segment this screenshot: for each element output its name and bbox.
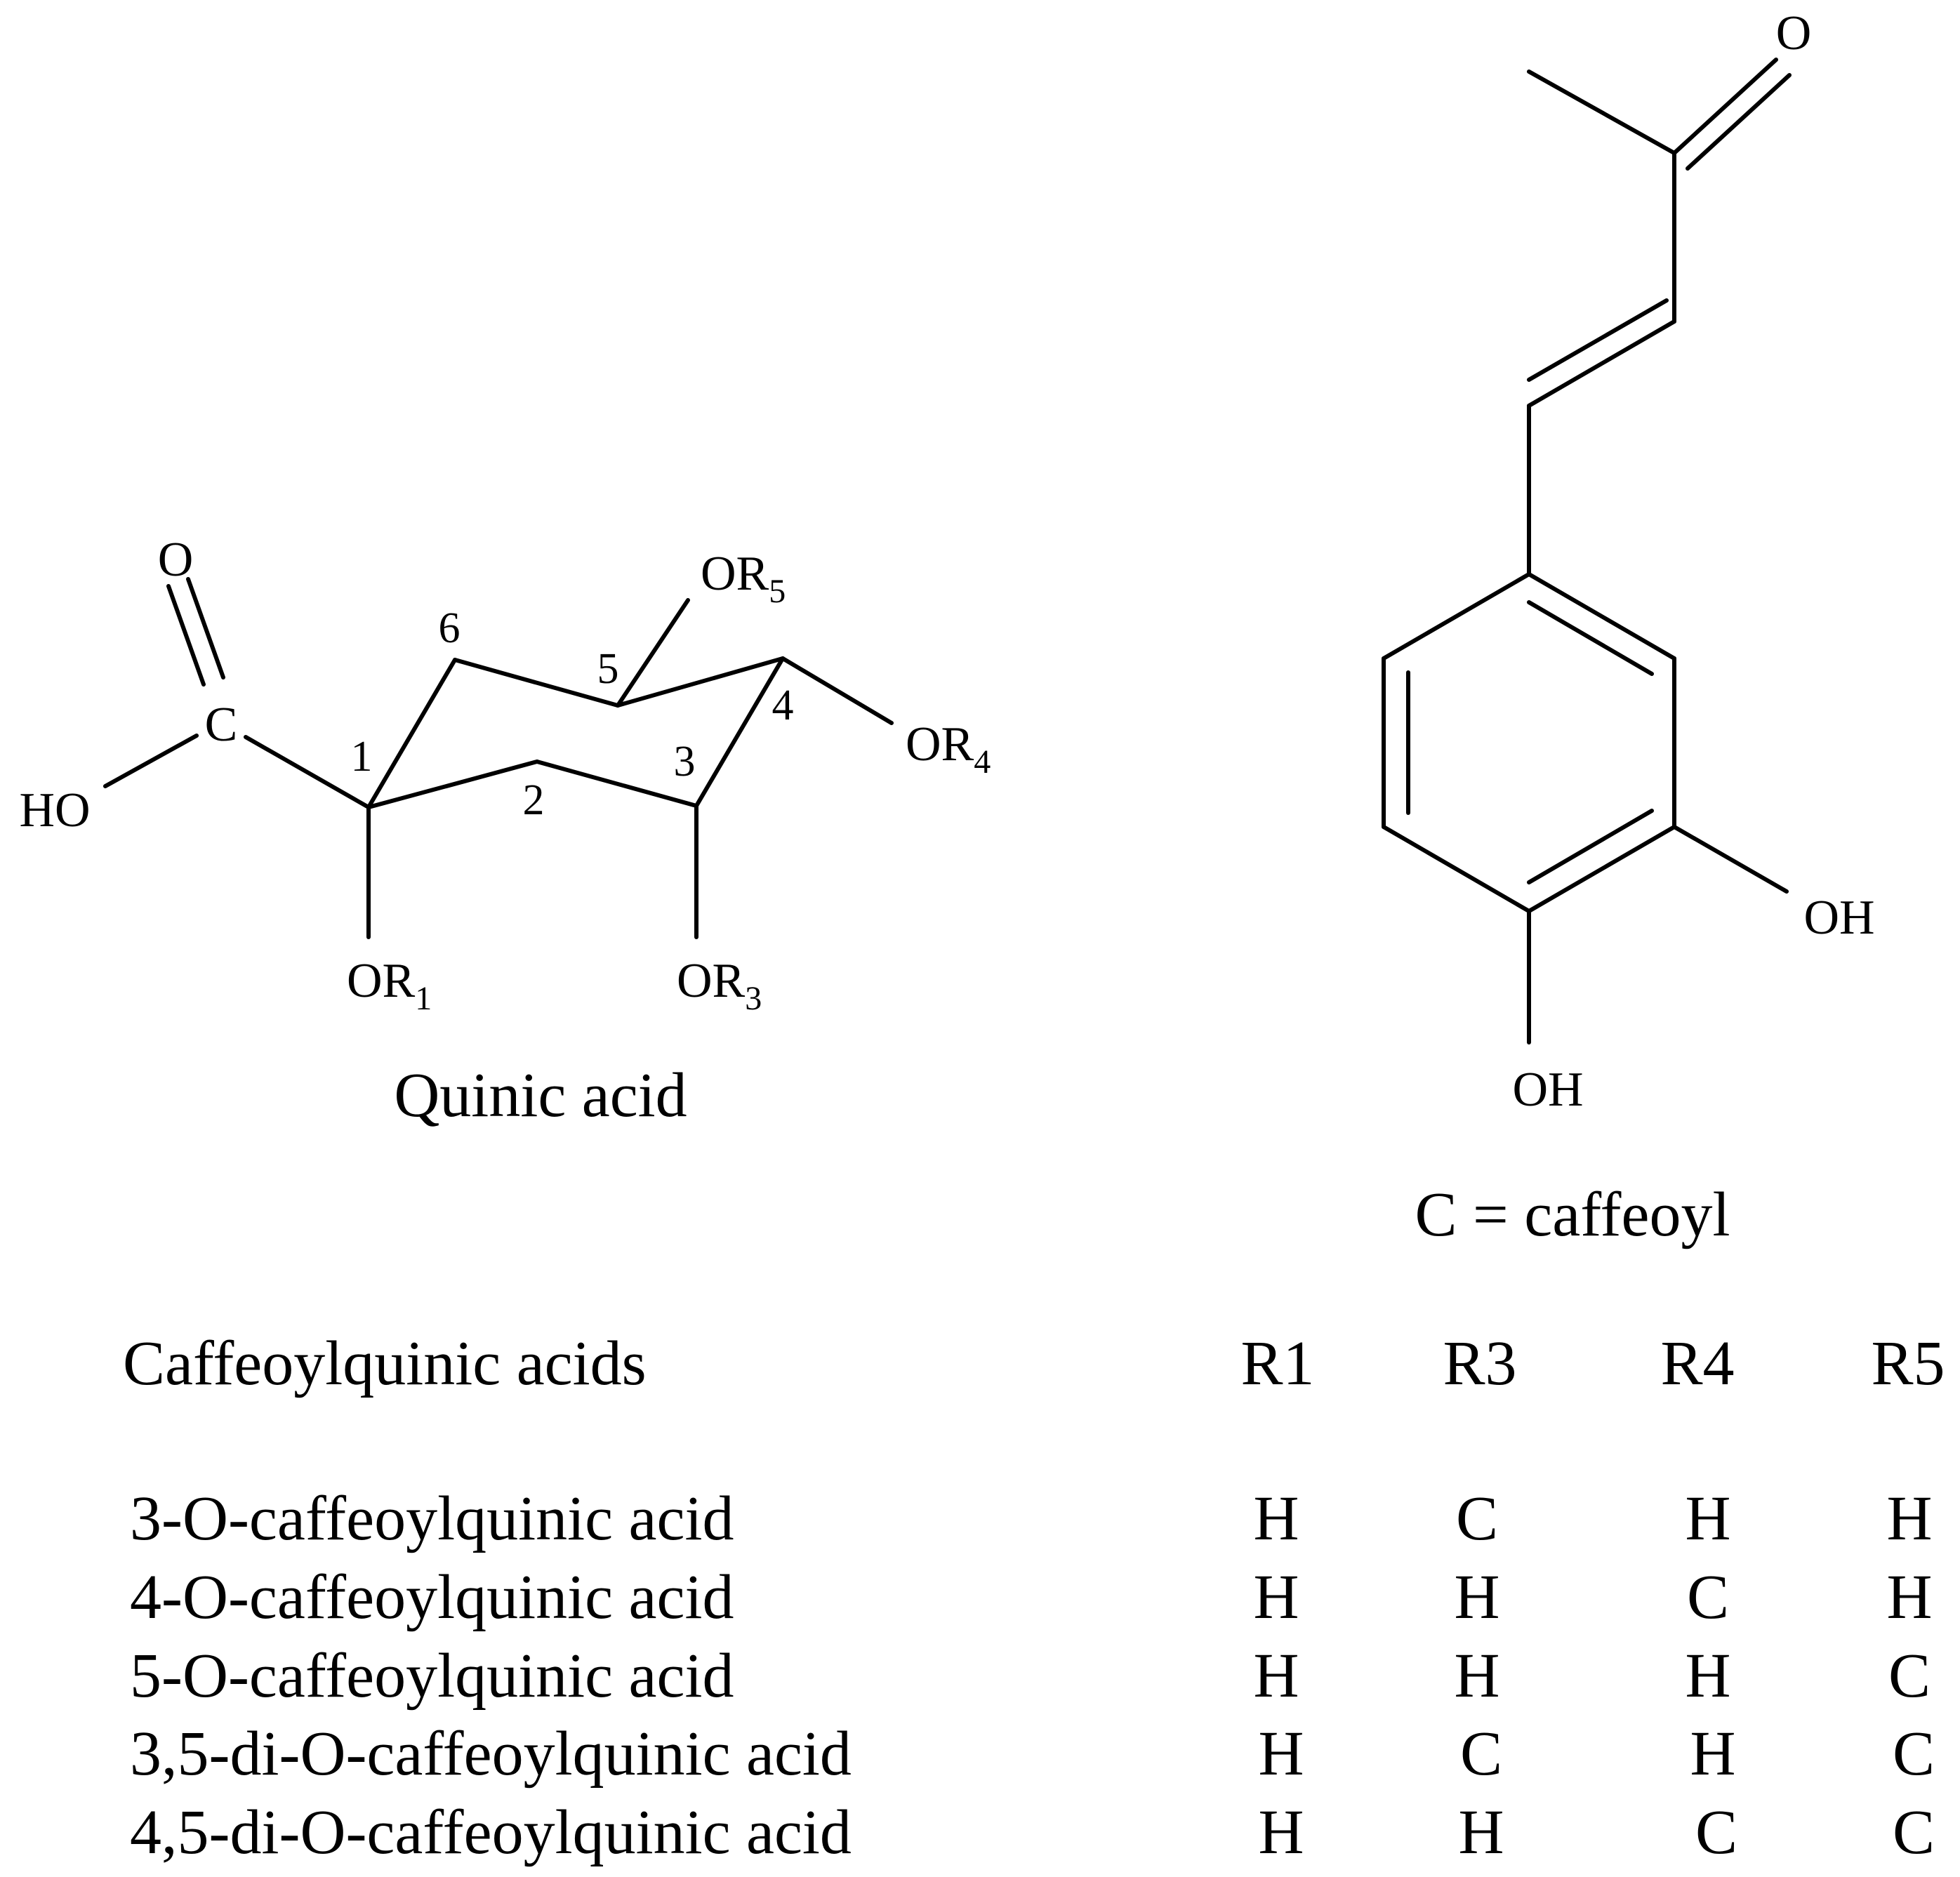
- row-name: 3-O-caffeoylquinic acid: [130, 1484, 734, 1553]
- bond-ring-oh-right: [1672, 825, 1789, 894]
- table-row: 3-O-caffeoylquinic acid H C H H: [130, 1484, 1933, 1553]
- cell-r1: H: [1259, 1798, 1304, 1867]
- row-name: 4-O-caffeoylquinic acid: [130, 1563, 734, 1632]
- cell-r3: H: [1459, 1798, 1504, 1867]
- bond-carbonyl-o-a: [1672, 58, 1778, 155]
- cell-r4: H: [1686, 1484, 1731, 1553]
- position-2: 2: [523, 776, 545, 824]
- cell-r3: H: [1455, 1641, 1500, 1711]
- table-row: 4,5-di-O-caffeoylquinic acid H H C C: [130, 1798, 1935, 1867]
- bond-methyl-carbonyl: [1527, 69, 1676, 155]
- bond-c4-or4: [781, 656, 894, 725]
- bond-c3-c2: [535, 760, 698, 808]
- bond-c-c1: [244, 735, 371, 809]
- cell-r5: H: [1887, 1563, 1933, 1632]
- table-row: 4-O-caffeoylquinic acid H H C H: [130, 1563, 1933, 1632]
- quinic-or4: OR4: [906, 717, 991, 781]
- cell-r4: C: [1687, 1563, 1729, 1632]
- table-header-r3: R3: [1443, 1329, 1516, 1398]
- row-name: 4,5-di-O-caffeoylquinic acid: [130, 1798, 852, 1867]
- bond-c5-or5: [616, 598, 690, 708]
- quinic-carbonyl-o: O: [158, 533, 194, 587]
- bond-c-o-double-a: [166, 584, 206, 687]
- quinic-hydroxyl: HO: [19, 783, 90, 837]
- cell-r4: H: [1690, 1719, 1736, 1789]
- table-header-r5: R5: [1871, 1329, 1945, 1398]
- bond-ring-inner-1: [1527, 600, 1654, 676]
- bond-carbonyl-o-b: [1686, 73, 1792, 171]
- table-header-r4: R4: [1660, 1329, 1734, 1398]
- bond-alpha-beta-a: [1527, 319, 1676, 408]
- bond-c1-c6: [366, 658, 457, 809]
- cell-r3: H: [1455, 1563, 1500, 1632]
- table-row: 3,5-di-O-caffeoylquinic acid H C H C: [130, 1719, 1935, 1789]
- caffeoyl-structure: O OH OH C = caffeoyl: [1382, 6, 1875, 1249]
- cell-r5: C: [1888, 1641, 1931, 1711]
- table-row: 5-O-caffeoylquinic acid H H H C: [130, 1641, 1931, 1711]
- quinic-or5: OR5: [701, 547, 786, 610]
- caffeoyl-carbonyl-o: O: [1776, 6, 1812, 60]
- row-name: 3,5-di-O-caffeoylquinic acid: [130, 1719, 852, 1789]
- caffeoyl-oh-bottom: OH: [1512, 1063, 1583, 1117]
- cell-r1: H: [1254, 1484, 1299, 1553]
- row-name: 5-O-caffeoylquinic acid: [130, 1641, 734, 1711]
- caffeoyl-caption: C = caffeoyl: [1415, 1180, 1730, 1249]
- bond-c4-c3: [694, 656, 785, 808]
- bond-c5-c4: [616, 656, 785, 708]
- cell-r5: H: [1887, 1484, 1933, 1553]
- cell-r3: C: [1456, 1484, 1498, 1553]
- table-header-name: Caffeoylquinic acids: [123, 1329, 647, 1398]
- bond-c2-c1: [366, 760, 539, 809]
- cell-r1: H: [1254, 1563, 1299, 1632]
- bond-ring-1: [1527, 572, 1676, 661]
- quinic-or1: OR1: [347, 954, 432, 1017]
- bond-c6-c5: [453, 658, 620, 708]
- bond-ring-inner-2: [1527, 809, 1654, 884]
- cell-r5: C: [1893, 1719, 1935, 1789]
- quinic-or3: OR3: [677, 954, 762, 1017]
- position-3: 3: [674, 738, 696, 785]
- cell-r1: H: [1259, 1719, 1304, 1789]
- bond-ring-6: [1382, 572, 1531, 661]
- cell-r5: C: [1893, 1798, 1935, 1867]
- bond-c-oh: [103, 734, 199, 788]
- cell-r4: H: [1686, 1641, 1731, 1711]
- substitution-table: Caffeoylquinic acids R1 R3 R4 R5 3-O-caf…: [123, 1329, 1945, 1867]
- cell-r3: C: [1460, 1719, 1502, 1789]
- quinic-acid-structure: O C HO OR5 OR4 OR1 OR3 1 2 3 4 5 6 Quini…: [19, 533, 991, 1130]
- quinic-acid-c: C: [205, 698, 238, 752]
- position-1: 1: [351, 733, 373, 781]
- bond-c-o-double-b: [186, 577, 225, 679]
- position-5: 5: [597, 645, 619, 693]
- quinic-caption: Quinic acid: [394, 1061, 687, 1130]
- position-6: 6: [439, 604, 461, 652]
- cell-r1: H: [1254, 1641, 1299, 1711]
- bond-alpha-beta-b: [1527, 298, 1669, 382]
- table-header-r1: R1: [1240, 1329, 1314, 1398]
- cell-r4: C: [1695, 1798, 1737, 1867]
- position-4: 4: [772, 682, 794, 729]
- bond-ring-3: [1527, 825, 1676, 913]
- caffeoyl-oh-right: OH: [1803, 891, 1874, 945]
- bond-ring-4: [1382, 825, 1531, 913]
